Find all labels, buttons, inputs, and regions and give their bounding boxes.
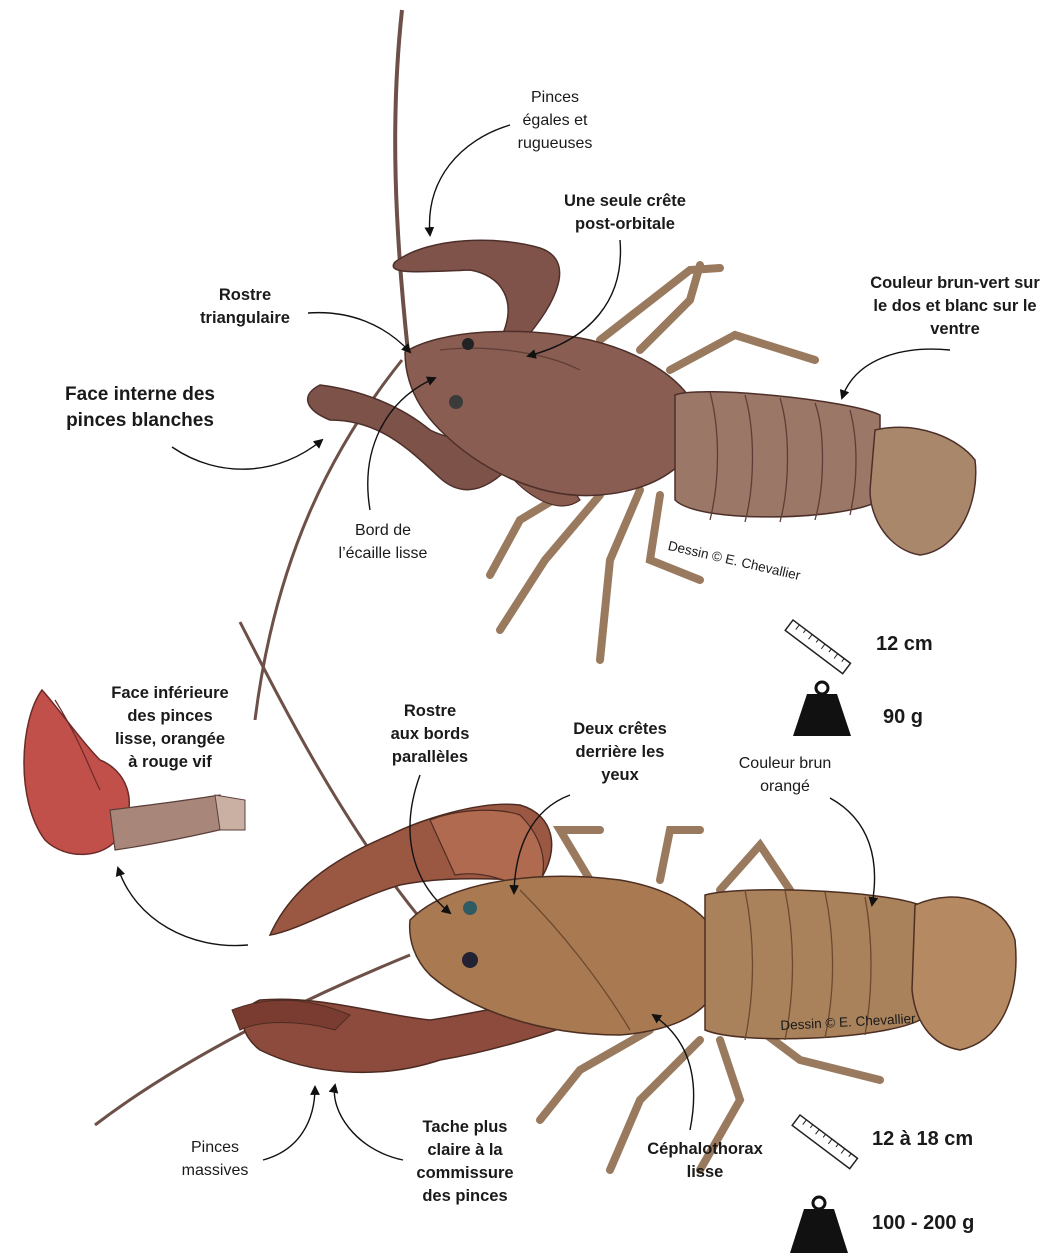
label-cephalothorax: Céphalothorax lisse	[625, 1138, 785, 1184]
arrow-face-inferieure	[118, 868, 248, 946]
label-crete-postorbitale: Une seule crête post-orbitale	[535, 190, 715, 236]
weight-top: 90 g	[883, 706, 923, 729]
label-couleur-bottom: Couleur brun orangé	[715, 752, 855, 798]
weight-icon	[793, 682, 851, 736]
label-rostre-paralleles: Rostre aux bords parallèles	[370, 700, 490, 769]
label-bord-ecaille: Bord de l’écaille lisse	[318, 519, 448, 565]
arrow-rostre-triangulaire	[308, 313, 410, 352]
arrow-cephalothorax	[653, 1015, 694, 1130]
arrow-tache-claire	[334, 1085, 403, 1160]
ruler-icon	[785, 620, 850, 674]
arrow-pinces-massives	[263, 1087, 315, 1160]
length-top: 12 cm	[876, 633, 933, 656]
arrow-couleur-top	[842, 349, 950, 398]
label-face-interne: Face interne des pinces blanches	[40, 382, 240, 434]
label-rostre-triangulaire: Rostre triangulaire	[180, 284, 310, 330]
length-bottom: 12 à 18 cm	[872, 1128, 973, 1151]
weight-icon	[790, 1197, 848, 1253]
label-tache-claire: Tache plus claire à la commissure des pi…	[395, 1116, 535, 1208]
label-pinces-egales: Pinces égales et rugueuses	[490, 86, 620, 155]
label-pinces-massives: Pinces massives	[160, 1136, 270, 1182]
label-deux-cretes: Deux crêtes derrière les yeux	[550, 718, 690, 787]
label-couleur-top: Couleur brun-vert sur le dos et blanc su…	[855, 272, 1055, 341]
arrow-face-interne	[172, 440, 322, 469]
arrow-couleur-bottom	[830, 798, 875, 905]
label-face-inferieure: Face inférieure des pinces lisse, orangé…	[90, 682, 250, 774]
weight-bottom: 100 - 200 g	[872, 1212, 974, 1235]
ruler-icon	[792, 1115, 857, 1169]
